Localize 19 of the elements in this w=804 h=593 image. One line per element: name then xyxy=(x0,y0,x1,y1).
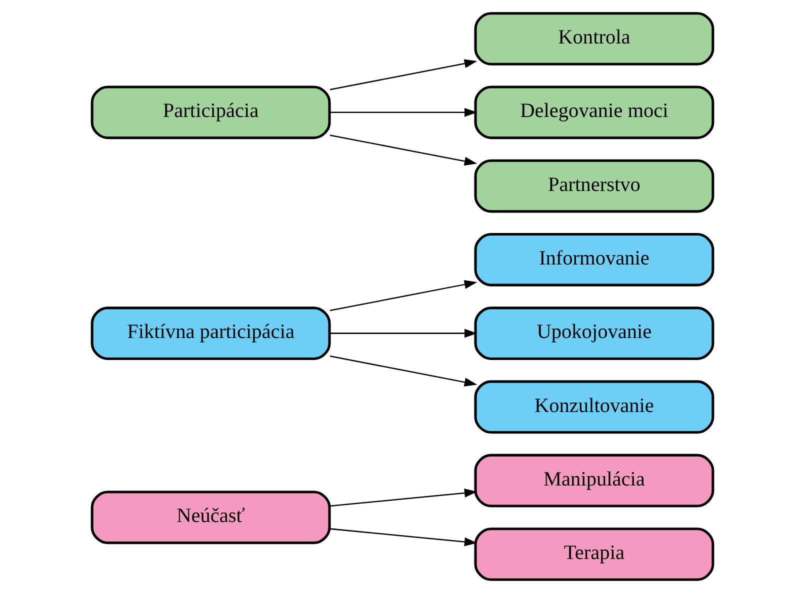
node-box: Partnerstvo xyxy=(474,159,714,213)
node-box: Fiktívna participácia xyxy=(90,306,330,360)
arrow xyxy=(329,328,477,338)
arrow xyxy=(329,108,477,117)
arrow xyxy=(329,59,477,90)
arrow xyxy=(329,528,477,546)
node-box: Neúčasť xyxy=(90,490,330,544)
node-box: Manipulácia xyxy=(474,454,714,508)
node-box: Kontrola xyxy=(474,12,714,66)
node-box: Informovanie xyxy=(474,233,714,286)
arrow xyxy=(329,488,477,507)
node-box: Terapia xyxy=(474,528,714,581)
node-box: Konzultovanie xyxy=(474,380,714,434)
arrow xyxy=(329,280,477,312)
arrow xyxy=(329,134,477,166)
arrow xyxy=(329,355,477,387)
node-box: Participácia xyxy=(90,86,330,140)
node-box: Delegovanie moci xyxy=(474,86,714,140)
node-box: Upokojovanie xyxy=(474,306,714,360)
